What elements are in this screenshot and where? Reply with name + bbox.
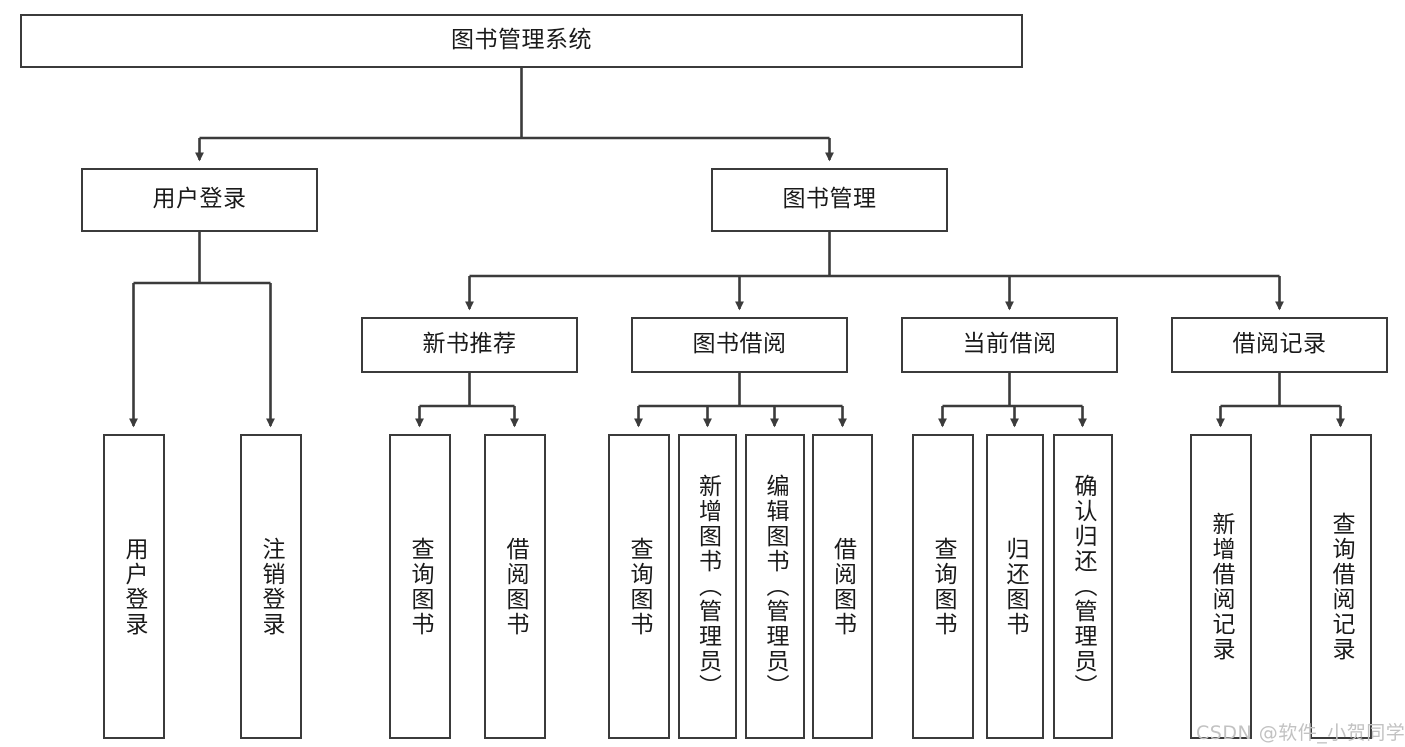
node-current-borrow-label: 当前借阅 xyxy=(962,331,1057,358)
leaf-user-login[interactable]: 用户登录 xyxy=(103,434,165,739)
leaf-logout[interactable]: 注销登录 xyxy=(240,434,302,739)
leaf-query-book-current-label: 查询图书 xyxy=(930,536,957,637)
node-current-borrow[interactable]: 当前借阅 xyxy=(901,317,1118,373)
leaf-query-book-recommend-label: 查询图书 xyxy=(407,536,434,637)
node-borrow-record-label: 借阅记录 xyxy=(1232,331,1327,358)
leaf-query-book-borrow-label: 查询图书 xyxy=(626,536,653,637)
leaf-confirm-return-admin-label: 确认归还（管理员） xyxy=(1070,474,1097,699)
leaf-query-borrow-record[interactable]: 查询借阅记录 xyxy=(1310,434,1372,739)
node-book-management-label: 图书管理 xyxy=(782,186,877,213)
leaf-borrow-book-recommend-label: 借阅图书 xyxy=(502,536,529,637)
node-borrow-record[interactable]: 借阅记录 xyxy=(1171,317,1388,373)
leaf-add-book-admin[interactable]: 新增图书（管理员） xyxy=(678,434,737,739)
leaf-borrow-book-label: 借阅图书 xyxy=(829,536,856,637)
node-user-login-label: 用户登录 xyxy=(152,186,247,213)
leaf-query-borrow-record-label: 查询借阅记录 xyxy=(1328,511,1355,662)
node-user-login[interactable]: 用户登录 xyxy=(81,168,318,232)
node-book-management[interactable]: 图书管理 xyxy=(711,168,948,232)
node-root-label: 图书管理系统 xyxy=(451,27,592,54)
node-root[interactable]: 图书管理系统 xyxy=(20,14,1023,68)
leaf-query-book-recommend[interactable]: 查询图书 xyxy=(389,434,451,739)
leaf-edit-book-admin-label: 编辑图书（管理员） xyxy=(762,474,789,699)
node-new-book-recommend-label: 新书推荐 xyxy=(422,331,517,358)
leaf-borrow-book-recommend[interactable]: 借阅图书 xyxy=(484,434,546,739)
leaf-edit-book-admin[interactable]: 编辑图书（管理员） xyxy=(745,434,805,739)
leaf-query-book-current[interactable]: 查询图书 xyxy=(912,434,974,739)
leaf-user-login-label: 用户登录 xyxy=(121,536,148,637)
leaf-return-book[interactable]: 归还图书 xyxy=(986,434,1044,739)
leaf-logout-label: 注销登录 xyxy=(258,536,285,637)
node-book-borrow-label: 图书借阅 xyxy=(692,331,787,358)
leaf-confirm-return-admin[interactable]: 确认归还（管理员） xyxy=(1053,434,1113,739)
leaf-query-book-borrow[interactable]: 查询图书 xyxy=(608,434,670,739)
leaf-add-book-admin-label: 新增图书（管理员） xyxy=(694,474,721,699)
leaf-return-book-label: 归还图书 xyxy=(1002,536,1029,637)
node-book-borrow[interactable]: 图书借阅 xyxy=(631,317,848,373)
node-new-book-recommend[interactable]: 新书推荐 xyxy=(361,317,578,373)
leaf-add-borrow-record-label: 新增借阅记录 xyxy=(1208,511,1235,662)
leaf-add-borrow-record[interactable]: 新增借阅记录 xyxy=(1190,434,1252,739)
csdn-watermark: CSDN @软件_小贺同学 xyxy=(1196,722,1405,744)
leaf-borrow-book[interactable]: 借阅图书 xyxy=(812,434,873,739)
